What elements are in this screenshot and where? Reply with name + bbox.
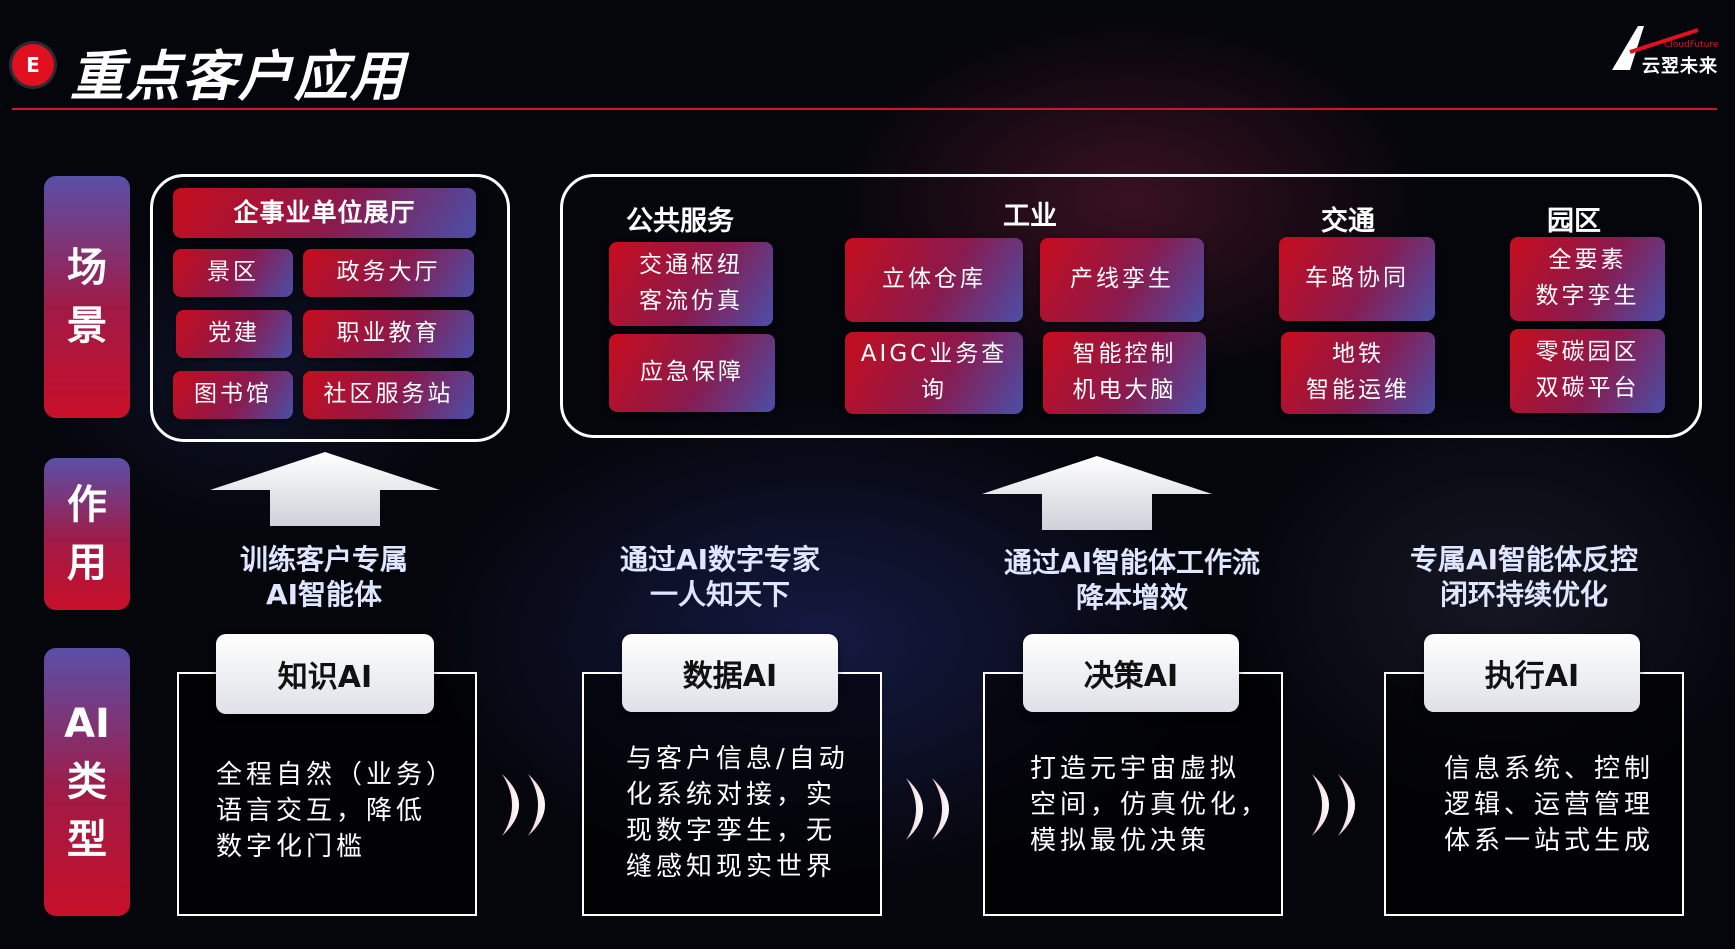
role-text: 通过AI数字专家一人知天下 [570, 542, 870, 612]
role-line: 降本增效 [1075, 581, 1188, 614]
role-line: 通过AI数字专家 [619, 543, 821, 576]
flow-chevron-icon [1312, 774, 1355, 836]
role-text: 专属AI智能体反控闭环持续优化 [1374, 542, 1674, 612]
side-char: 型 [67, 817, 107, 863]
desc-line: 打造元宇宙虚拟 [1030, 754, 1241, 784]
side-char: 用 [67, 540, 107, 586]
scene-pill: 应急保障 [609, 334, 775, 412]
side-char: AI [64, 701, 110, 747]
scene-pill: 全要素数字孪生 [1510, 237, 1665, 321]
desc-line: 数字化门槛 [216, 831, 367, 862]
header-divider [12, 108, 1717, 110]
desc-line: 体系一站式生成 [1444, 825, 1655, 856]
desc-line: 全程自然（业务） [216, 760, 457, 790]
desc-line: 信息系统、控制 [1444, 754, 1655, 784]
pill-line: 应急保障 [640, 359, 744, 386]
pill-line: 交通枢纽 [639, 252, 743, 279]
role-text: 通过AI智能体工作流降本增效 [962, 545, 1302, 615]
desc-line: 逻辑、运营管理 [1444, 789, 1655, 820]
group-title-public-service: 公共服务 [626, 206, 734, 237]
scene-pill: 社区服务站 [303, 371, 474, 419]
ai-type-title: 决策AI [1023, 634, 1239, 712]
up-arrow-icon [210, 452, 440, 526]
role-line: 闭环持续优化 [1439, 578, 1608, 611]
group-title-park: 园区 [1547, 206, 1601, 237]
pill-line: 客流仿真 [639, 288, 743, 314]
ai-type-title: 知识AI [216, 634, 434, 714]
desc-line: 现数字孪生，无 [626, 815, 837, 846]
side-char: 作 [67, 482, 107, 528]
desc-line: 空间，仿真优化， [1030, 789, 1271, 820]
scene-box-sectors [560, 174, 1702, 438]
role-line: 训练客户专属 [239, 543, 408, 576]
group-title-transport: 交通 [1321, 206, 1375, 237]
role-line: 专属AI智能体反控 [1409, 543, 1639, 576]
pill-line: 立体仓库 [882, 266, 986, 293]
ai-type-title: 执行AI [1424, 634, 1640, 712]
up-arrow-icon [982, 456, 1212, 530]
page-title: 重点客户应用 [70, 45, 406, 108]
side-label-ai-type: AI 类 型 [44, 648, 130, 916]
scene-pill: 景区 [173, 249, 293, 297]
scene-pill: AIGC业务查询 [845, 332, 1023, 414]
scene-pill: 智能控制机电大脑 [1043, 332, 1206, 414]
desc-line: 化系统对接，实 [626, 779, 837, 810]
pill-line: 产线孪生 [1070, 266, 1174, 293]
flow-chevron-icon [906, 778, 949, 840]
logo-english: CloudFuture [1664, 40, 1719, 50]
pill-line: 车路协同 [1305, 265, 1409, 292]
pill-line: 数字孪生 [1535, 283, 1640, 309]
role-line: 一人知天下 [649, 578, 790, 611]
scene-box-enterprise [150, 174, 510, 442]
role-line: AI智能体 [265, 578, 383, 611]
scene-pill: 立体仓库 [845, 238, 1023, 322]
desc-line: 与客户信息/自动 [626, 744, 849, 774]
logo-text: 云翌未来 [1642, 56, 1718, 77]
scene-pill: 产线孪生 [1040, 238, 1204, 322]
ai-type-desc: 信息系统、控制 逻辑、运营管理 体系一站式生成 [1444, 752, 1654, 860]
desc-line: 缝感知现实世界 [626, 851, 837, 882]
scene-pill: 图书馆 [173, 371, 293, 419]
side-char: 景 [67, 303, 107, 349]
scene-pill: 交通枢纽客流仿真 [609, 242, 773, 326]
pill-line: 地铁 [1332, 341, 1384, 368]
desc-line: 语言交互，降低 [216, 795, 427, 826]
ai-type-title: 数据AI [622, 634, 838, 712]
scene-pill: 职业教育 [303, 310, 474, 358]
ai-type-desc: 全程自然（业务） 语言交互，降低 数字化门槛 [216, 758, 456, 866]
scene-pill: 政务大厅 [303, 249, 474, 297]
role-line: 通过AI智能体工作流 [1003, 546, 1261, 579]
group-title-industry: 工业 [1003, 201, 1057, 232]
pill-line: 双碳平台 [1535, 375, 1640, 401]
side-char: 场 [67, 245, 107, 291]
desc-line: 模拟最优决策 [1030, 825, 1211, 856]
pill-line: 询 [921, 377, 947, 403]
side-label-scene: 场 景 [44, 176, 130, 418]
pill-line: 智能运维 [1306, 377, 1410, 403]
brand-logo: CloudFuture 云翌未来 [1608, 22, 1719, 77]
flow-chevron-icon [502, 774, 545, 836]
side-char: 类 [67, 759, 107, 805]
pill-line: 零碳园区 [1535, 339, 1640, 366]
scene-pill: 零碳园区双碳平台 [1510, 329, 1665, 413]
pill-line: 机电大脑 [1072, 377, 1177, 403]
scene-enterprise-title: 企事业单位展厅 [173, 188, 476, 238]
logo-mark-icon [1612, 26, 1699, 70]
ai-type-desc: 与客户信息/自动 化系统对接，实 现数字孪生，无 缝感知现实世界 [626, 742, 849, 886]
side-label-role: 作 用 [44, 458, 130, 610]
section-badge: E [12, 44, 54, 86]
scene-pill: 党建 [176, 310, 292, 358]
scene-pill: 车路协同 [1279, 237, 1435, 321]
pill-line: 全要素 [1548, 247, 1627, 274]
ai-card-execution [1384, 672, 1684, 916]
pill-line: 智能控制 [1072, 341, 1177, 368]
scene-pill: 地铁智能运维 [1281, 332, 1435, 414]
ai-type-desc: 打造元宇宙虚拟 空间，仿真优化， 模拟最优决策 [1030, 752, 1270, 860]
ai-card-decision [983, 672, 1283, 916]
pill-line: AIGC业务查 [860, 341, 1008, 368]
